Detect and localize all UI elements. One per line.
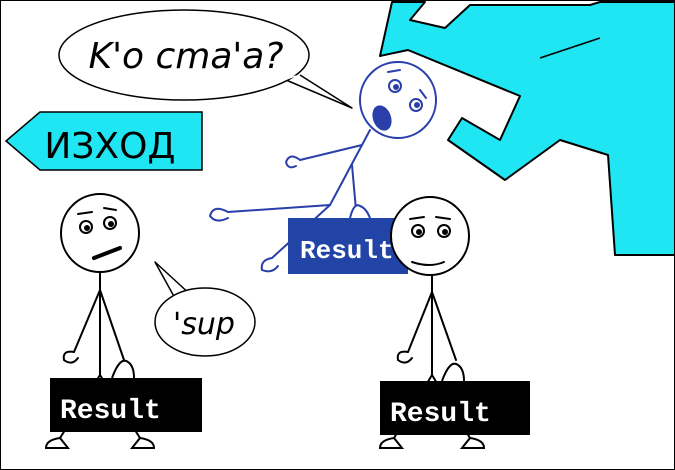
- stick-figure-left: [44, 193, 156, 449]
- sign-right-label: Result: [390, 399, 491, 430]
- sign-left-label: Result: [60, 396, 161, 427]
- sign-right: Result: [380, 362, 530, 435]
- exit-sign-label: ИЗХОД: [44, 126, 175, 167]
- speech-text-bottom: 'sup: [173, 307, 235, 342]
- speech-bubble-bottom: 'sup: [154, 261, 256, 357]
- sign-left: Result: [50, 359, 202, 432]
- sign-middle: Result: [288, 204, 408, 274]
- cyan-claw-icon: [379, 1, 675, 256]
- stick-figure-right: [378, 196, 486, 449]
- exit-arrow-sign: ИЗХОД: [4, 111, 203, 171]
- speech-text-top: K'o cma'a?: [89, 36, 284, 77]
- speech-bubble-top: K'o cma'a?: [58, 9, 353, 109]
- sign-middle-label: Result: [300, 236, 394, 266]
